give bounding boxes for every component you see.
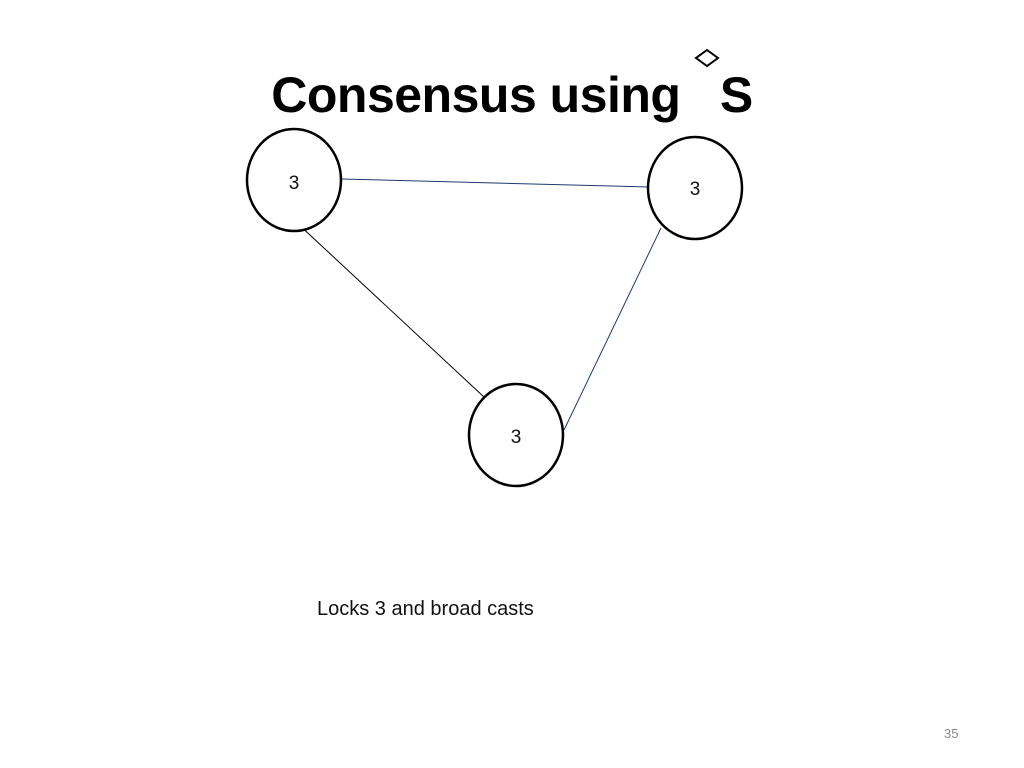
title-symbol: S: [719, 67, 753, 123]
node-top-left: 3: [245, 127, 343, 233]
page-number: 35: [944, 726, 959, 741]
node-top-right: 3: [646, 135, 744, 241]
node-bottom: 3: [467, 382, 565, 488]
slide-title: Consensus using S: [0, 48, 1024, 124]
node-label: 3: [511, 427, 522, 448]
node-circle: [245, 127, 343, 233]
caption: Locks 3 and broad casts: [317, 598, 534, 620]
edge-top-left-bottom: [295, 221, 485, 398]
edge-top-right-bottom: [563, 227, 662, 431]
node-circle: [646, 135, 744, 241]
node-label: 3: [690, 179, 701, 200]
title-text: Consensus using: [271, 67, 694, 123]
edge-top-left-top-right: [340, 178, 651, 188]
node-circle: [467, 382, 565, 488]
diamond-icon: [694, 48, 720, 112]
node-label: 3: [289, 173, 300, 194]
